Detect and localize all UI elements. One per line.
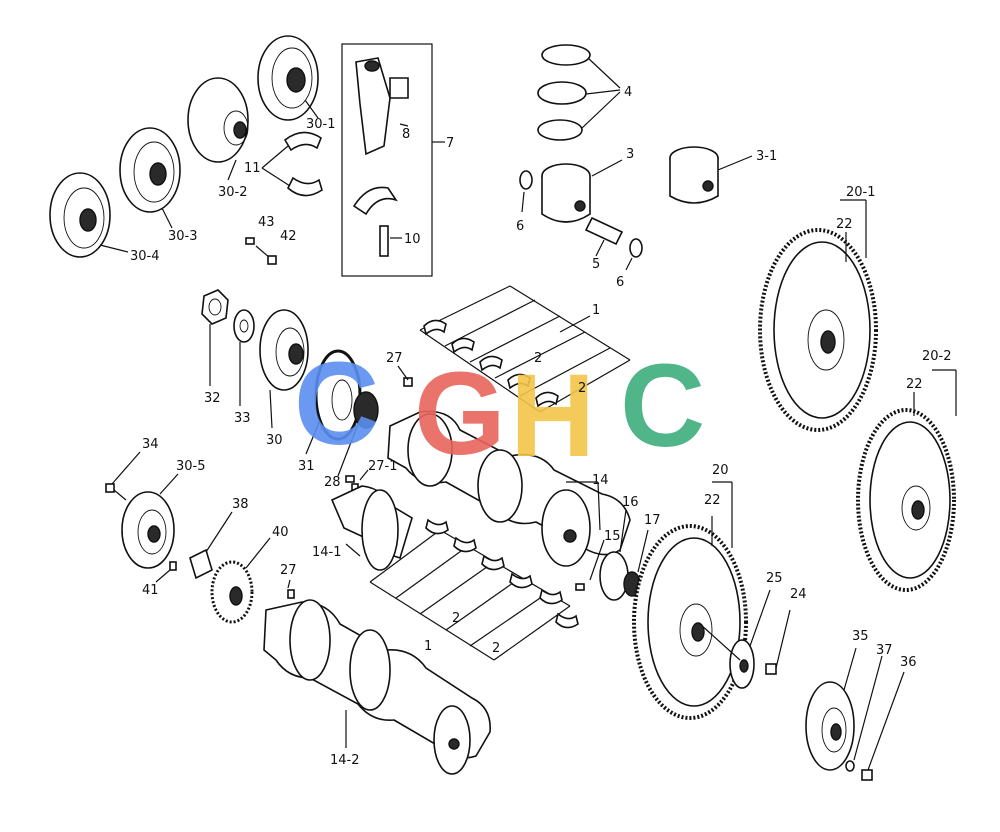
bolt-42	[245, 237, 277, 265]
bolt-34	[105, 451, 141, 501]
crankshaft-14-2	[263, 599, 491, 775]
pulley-30-2	[187, 77, 249, 163]
label-40: 40	[272, 525, 289, 540]
washer-33	[233, 309, 255, 406]
label-6-left: 6	[516, 219, 524, 234]
key-27-upper	[397, 365, 413, 387]
watermark-letter-1: C	[294, 338, 379, 470]
label-35: 35	[852, 629, 869, 644]
label-6-right: 6	[616, 275, 624, 290]
label-14-2: 14-2	[330, 753, 360, 768]
watermark-logo: C G H C	[294, 338, 705, 482]
label-5: 5	[592, 257, 600, 272]
main-bearing-set-upper	[419, 285, 631, 413]
main-bearing-set-lower	[369, 518, 579, 661]
pin-15	[575, 539, 605, 591]
piston-pin-5	[584, 216, 624, 257]
label-30-4: 30-4	[130, 249, 160, 264]
label-14-1: 14-1	[312, 545, 342, 560]
label-3: 3	[626, 147, 634, 162]
label-20-1: 20-1	[846, 185, 876, 200]
label-4: 4	[624, 85, 632, 100]
label-30-3: 30-3	[168, 229, 198, 244]
label-25: 25	[766, 571, 783, 586]
key-41	[155, 561, 177, 583]
label-1-lower: 1	[424, 639, 432, 654]
bearing-28	[337, 391, 379, 477]
bushing-38	[189, 511, 233, 580]
flywheel-20-2	[856, 369, 957, 592]
label-22-c: 22	[704, 493, 721, 508]
label-7: 7	[446, 136, 454, 151]
piston-rings-4	[537, 44, 621, 141]
label-8: 8	[402, 127, 410, 142]
label-3-1: 3-1	[756, 149, 777, 164]
watermark-letter-4: C	[620, 340, 705, 472]
bolt-36	[861, 671, 905, 781]
label-20: 20	[712, 463, 729, 478]
label-30-2: 30-2	[218, 185, 248, 200]
label-24: 24	[790, 587, 807, 602]
plate-25	[699, 589, 771, 689]
piston-3	[541, 159, 623, 223]
label-15: 15	[604, 529, 621, 544]
watermark-letter-2: G	[414, 348, 506, 480]
label-22-b: 22	[906, 377, 923, 392]
pulley-30-3	[119, 127, 181, 213]
label-30-5: 30-5	[176, 459, 206, 474]
callout-labels: 30-1 30-2 30-3 30-4 11 43 42 7 8 10 4 3 …	[130, 85, 952, 768]
circlip-6	[519, 170, 643, 271]
bolt-24	[765, 609, 791, 675]
label-1-upper: 1	[592, 303, 600, 318]
label-30: 30	[266, 433, 283, 448]
label-11: 11	[244, 161, 261, 176]
label-41: 41	[142, 583, 159, 598]
washer-37	[845, 655, 883, 772]
label-37: 37	[876, 643, 893, 658]
label-38: 38	[232, 497, 249, 512]
piston-3-1	[669, 146, 753, 204]
label-2-upper-b: 2	[578, 381, 586, 396]
pulley-30-1	[257, 35, 319, 121]
label-34: 34	[142, 437, 159, 452]
label-27-1: 27-1	[368, 459, 398, 474]
label-2-lower-b: 2	[492, 641, 500, 656]
label-14: 14	[592, 473, 609, 488]
pulley-30-4	[49, 172, 111, 258]
flywheel-20	[632, 481, 748, 720]
label-31: 31	[298, 459, 315, 474]
label-33: 33	[234, 411, 251, 426]
damper-35	[805, 647, 857, 771]
label-27-upper: 27	[386, 351, 403, 366]
key-27-lower	[287, 579, 295, 599]
bearing-shell-11	[261, 131, 323, 197]
label-30-1: 30-1	[306, 117, 336, 132]
connecting-rod-kit-7	[341, 43, 445, 277]
gear-31	[305, 349, 362, 455]
label-42: 42	[280, 229, 297, 244]
label-43: 43	[258, 215, 275, 230]
crankshaft-14-1	[330, 485, 413, 571]
label-2-lower-a: 2	[452, 611, 460, 626]
label-27-lower: 27	[280, 563, 297, 578]
label-36: 36	[900, 655, 917, 670]
label-20-2: 20-2	[922, 349, 952, 364]
pulley-30-5	[121, 473, 179, 569]
nut-32	[201, 289, 229, 386]
label-17: 17	[644, 513, 661, 528]
label-22-a: 22	[836, 217, 853, 232]
watermark-letter-3: H	[510, 350, 595, 482]
label-2-upper-a: 2	[534, 351, 542, 366]
flywheel-20-1	[758, 199, 878, 432]
gear-40	[210, 537, 271, 624]
label-16: 16	[622, 495, 639, 510]
label-28: 28	[324, 475, 341, 490]
label-32: 32	[204, 391, 221, 406]
pulley-30	[259, 309, 309, 429]
label-10: 10	[404, 232, 421, 247]
seal-16	[599, 509, 629, 601]
